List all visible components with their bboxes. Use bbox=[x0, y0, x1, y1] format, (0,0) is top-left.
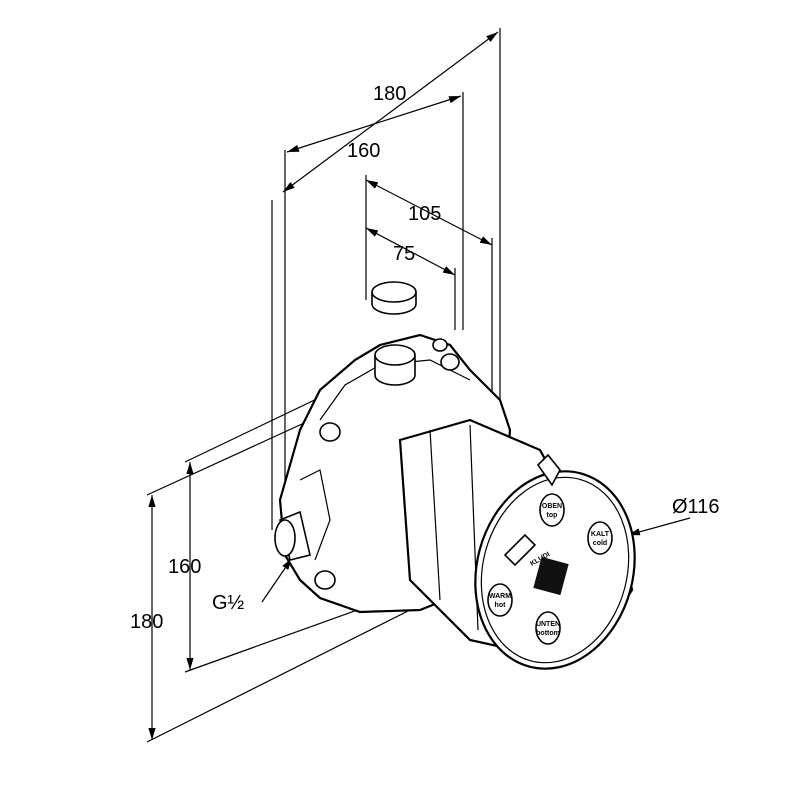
svg-text:OBEN: OBEN bbox=[542, 503, 562, 510]
dim-160-left: 160 bbox=[168, 556, 201, 578]
svg-text:cold: cold bbox=[593, 540, 607, 547]
qr-code bbox=[533, 556, 569, 596]
svg-text:bottom: bottom bbox=[536, 630, 560, 637]
cap-label-bottom: UNTEN bottom bbox=[535, 611, 561, 645]
dim-105: 105 bbox=[408, 203, 441, 225]
dim-diameter: Ø116 bbox=[672, 496, 719, 518]
dim-180-top: 180 bbox=[373, 83, 406, 105]
dim-160-top: 160 bbox=[347, 140, 380, 162]
dim-180-left: 180 bbox=[130, 611, 163, 633]
cap-label-top: OBEN top bbox=[539, 493, 565, 527]
svg-text:WARM: WARM bbox=[489, 593, 511, 600]
cap-label-hot: WARM hot bbox=[487, 583, 513, 617]
cap-label-cold: KALT cold bbox=[587, 521, 613, 555]
dimension-lines bbox=[148, 31, 691, 740]
plug-part bbox=[371, 281, 417, 315]
svg-text:hot: hot bbox=[495, 602, 507, 609]
svg-text:UNTEN: UNTEN bbox=[536, 621, 560, 628]
mounting-cylinder bbox=[398, 418, 636, 670]
dim-75: 75 bbox=[393, 243, 415, 265]
svg-text:KALT: KALT bbox=[591, 531, 610, 538]
dim-thread: G½ bbox=[212, 592, 245, 614]
svg-text:top: top bbox=[547, 512, 558, 519]
